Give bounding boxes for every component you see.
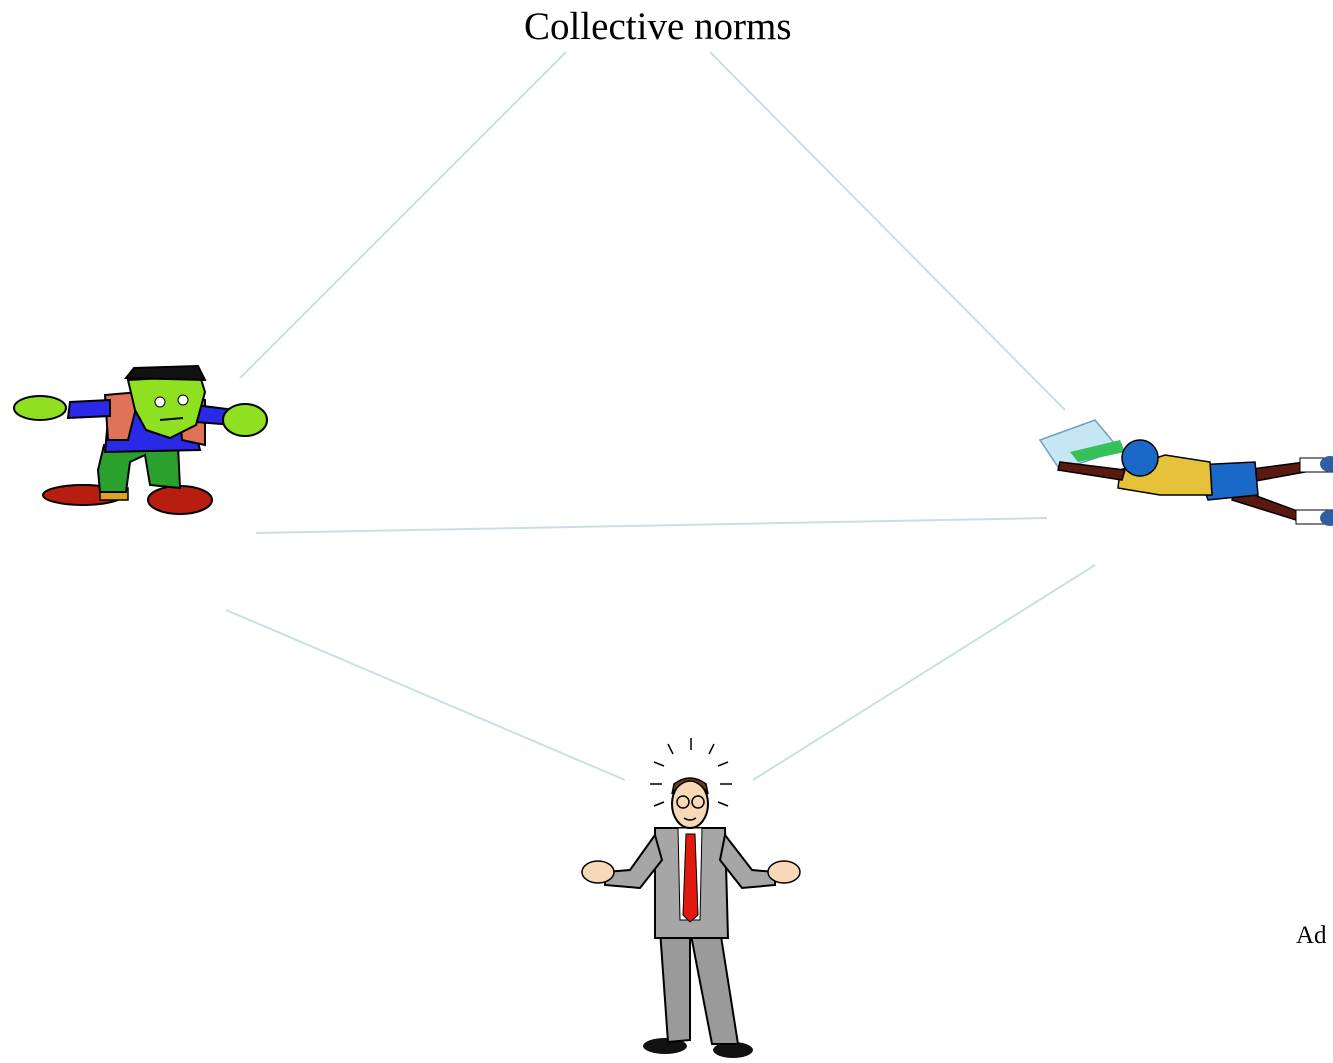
diagram-title: Collective norms — [524, 5, 792, 48]
connector-monster-player — [255, 517, 1048, 534]
businessman-figure — [581, 738, 801, 1058]
corner-label: Ad — [1296, 922, 1327, 949]
connector-title-monster — [239, 51, 567, 379]
connector-title-player — [709, 51, 1066, 411]
monster-figure — [13, 364, 268, 515]
connector-monster-businessman — [225, 609, 626, 781]
connector-player-businessman — [752, 564, 1096, 781]
diving-player-figure — [1038, 419, 1333, 526]
